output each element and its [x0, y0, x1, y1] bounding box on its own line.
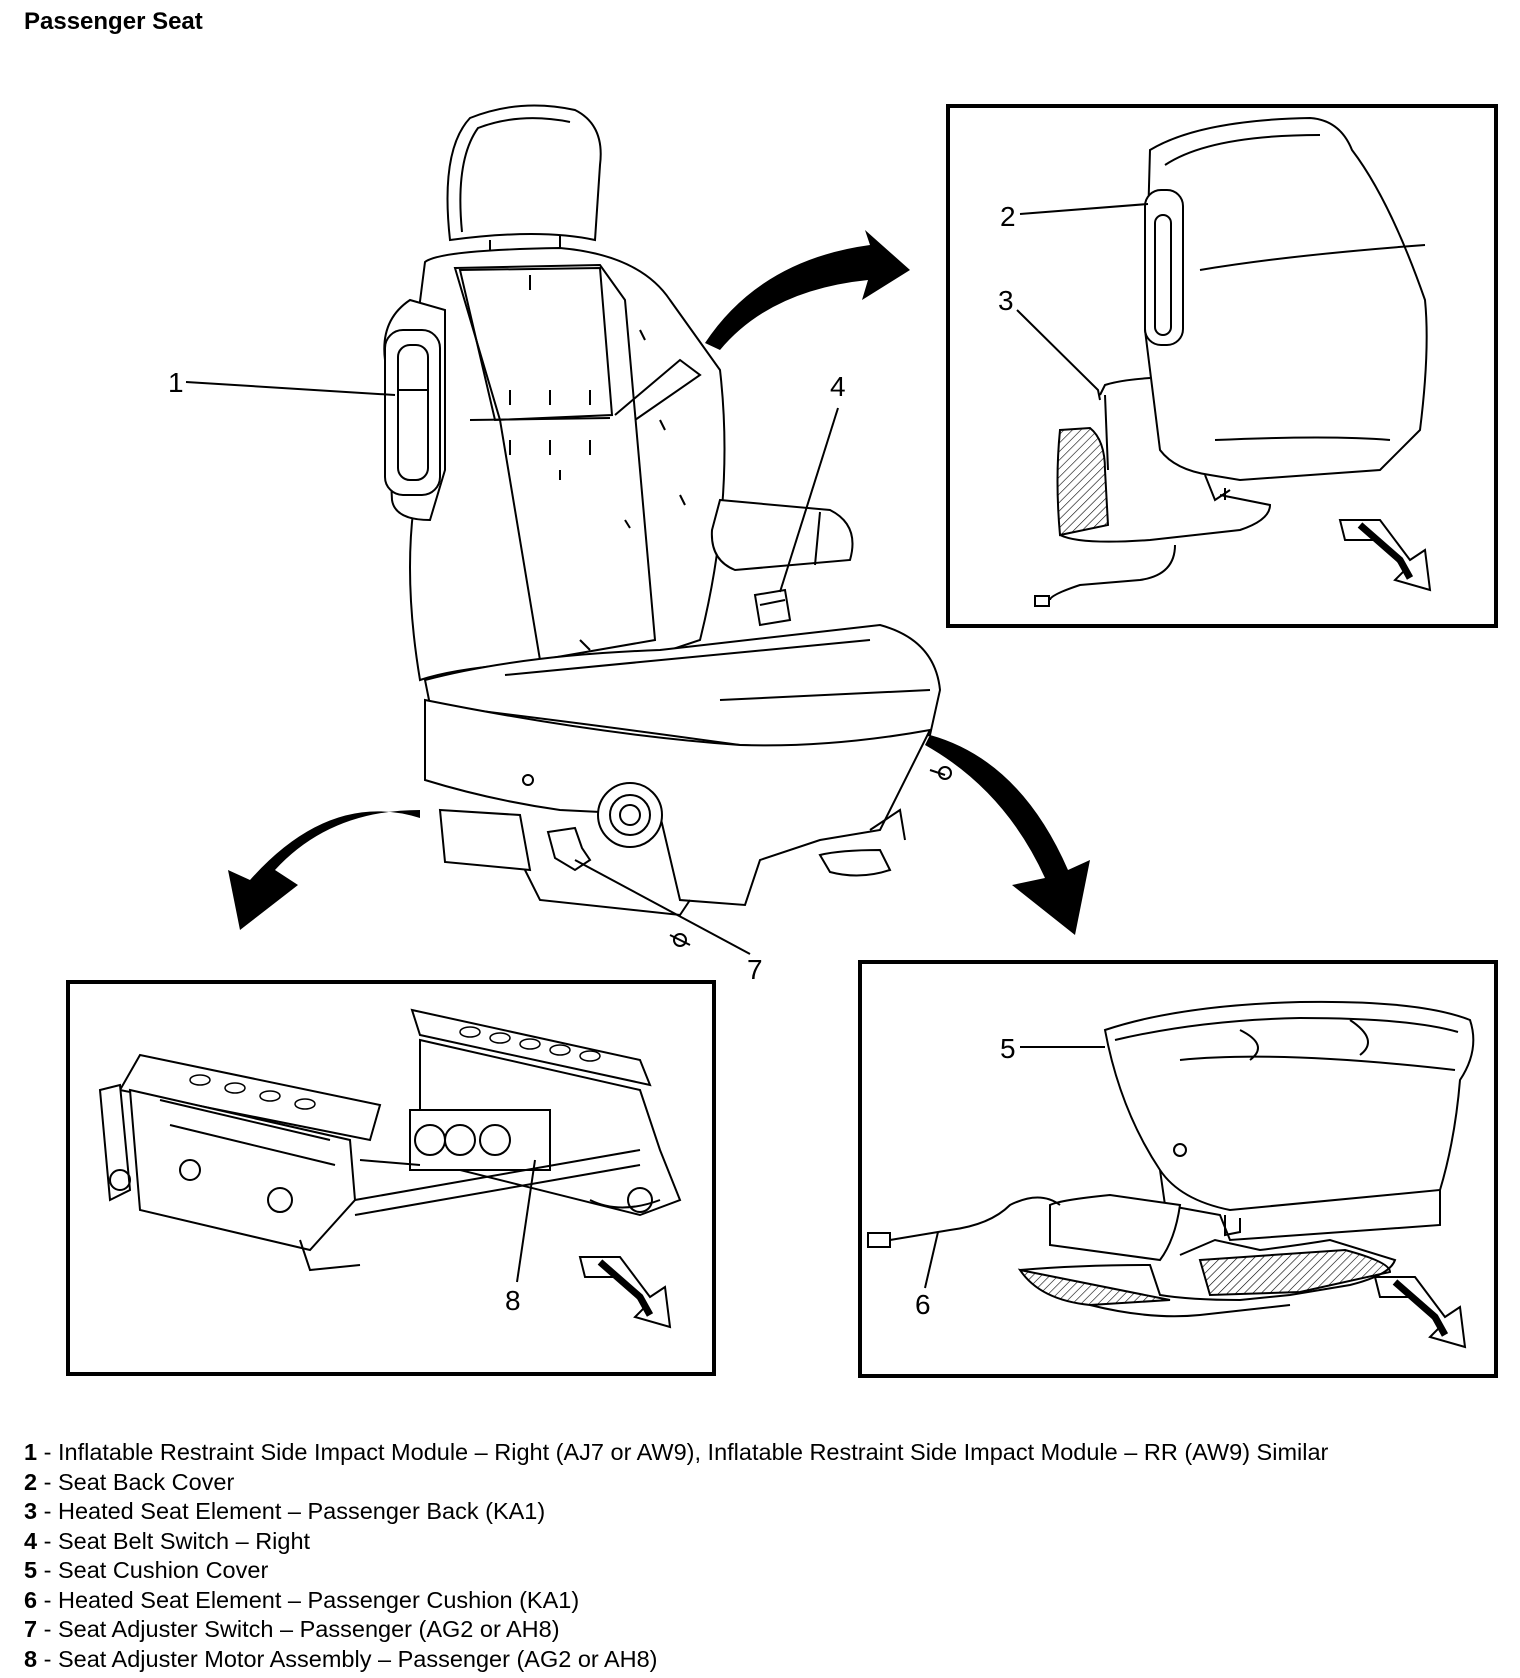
orientation-arrow-bottom-left — [578, 1256, 672, 1329]
leader-8 — [516, 1159, 536, 1283]
arrow-to-cushion-inset — [925, 735, 1090, 935]
legend-separator: - — [37, 1439, 58, 1465]
legend-number: 2 — [24, 1468, 38, 1495]
legend-text: Seat Belt Switch – Right — [57, 1527, 311, 1554]
leader-1 — [185, 381, 396, 396]
legend-text: Inflatable Restraint Side Impact Module … — [57, 1439, 1329, 1465]
inset-seat-cushion — [858, 960, 1498, 1378]
leader-lines — [185, 203, 1149, 1289]
legend-item: 7 - Seat Adjuster Switch – Passenger (AG… — [24, 1615, 1504, 1645]
callout-7: 7 — [747, 954, 763, 985]
legend-text: Heated Seat Element – Passenger Back (KA… — [57, 1498, 546, 1524]
leader-7 — [574, 859, 751, 955]
legend-number: 6 — [24, 1586, 38, 1613]
inset-seat-adjuster — [66, 980, 716, 1376]
seat-adjuster-switch — [546, 826, 592, 872]
recline-knob — [597, 782, 663, 848]
legend-text: Seat Cushion Cover — [57, 1557, 269, 1583]
leader-4 — [779, 407, 839, 593]
legend-text: Heated Seat Element – Passenger Cushion … — [57, 1586, 580, 1613]
legend-text: Seat Adjuster Switch – Passenger (AG2 or… — [57, 1616, 560, 1642]
leader-2 — [1019, 203, 1149, 215]
legend-separator: - — [37, 1527, 58, 1554]
legend-separator: - — [37, 1645, 58, 1672]
inset-seat-back — [946, 104, 1498, 628]
legend-text: Seat Back Cover — [57, 1468, 235, 1495]
legend-number: 3 — [24, 1498, 38, 1524]
leader-3 — [1016, 309, 1101, 401]
callout-5: 5 — [1000, 1033, 1016, 1064]
legend-text: Seat Adjuster Motor Assembly – Passenger… — [57, 1645, 658, 1672]
legend-item: 8 - Seat Adjuster Motor Assembly – Passe… — [24, 1645, 1504, 1675]
legend-item: 5 - Seat Cushion Cover — [24, 1556, 1504, 1586]
legend-separator: - — [37, 1616, 58, 1642]
legend-separator: - — [37, 1498, 58, 1524]
page-title: Passenger Seat — [24, 8, 203, 35]
callout-1: 1 — [168, 367, 184, 398]
callout-2: 2 — [1000, 201, 1016, 232]
legend: 1 - Inflatable Restraint Side Impact Mod… — [24, 1438, 1504, 1674]
legend-item: 4 - Seat Belt Switch – Right — [24, 1527, 1504, 1557]
legend-item: 2 - Seat Back Cover — [24, 1468, 1504, 1498]
legend-number: 4 — [24, 1527, 38, 1554]
seat-back-cover-drawing — [1034, 116, 1428, 607]
arrow-to-seat-back-inset — [705, 230, 910, 350]
headrest — [446, 104, 602, 242]
legend-number: 8 — [24, 1645, 38, 1672]
armrest — [710, 498, 854, 572]
legend-number: 7 — [24, 1616, 38, 1642]
main-seat-drawing — [383, 104, 952, 947]
leader-6 — [924, 1231, 939, 1289]
legend-separator: - — [37, 1586, 58, 1613]
callout-3: 3 — [998, 285, 1014, 316]
legend-item: 3 - Heated Seat Element – Passenger Back… — [24, 1497, 1504, 1527]
arrow-to-adjuster-inset — [228, 810, 420, 930]
seat-adjuster-drawing — [98, 1008, 682, 1272]
legend-item: 1 - Inflatable Restraint Side Impact Mod… — [24, 1438, 1504, 1468]
legend-separator: - — [37, 1468, 58, 1495]
legend-number: 1 — [24, 1439, 38, 1465]
legend-number: 5 — [24, 1557, 38, 1583]
direction-arrows — [228, 230, 1090, 935]
orientation-arrow-bottom-right — [1373, 1276, 1467, 1349]
seat-cushion-cover-drawing — [867, 1000, 1475, 1318]
callout-4: 4 — [830, 371, 846, 402]
legend-item: 6 - Heated Seat Element – Passenger Cush… — [24, 1586, 1504, 1616]
seat-back — [408, 246, 726, 682]
legend-separator: - — [37, 1557, 58, 1583]
seat-side-shield — [424, 698, 932, 907]
orientation-arrow-top-right — [1338, 519, 1432, 592]
callout-6: 6 — [915, 1289, 931, 1320]
seat-belt-switch — [753, 588, 792, 627]
callout-8: 8 — [505, 1285, 521, 1316]
